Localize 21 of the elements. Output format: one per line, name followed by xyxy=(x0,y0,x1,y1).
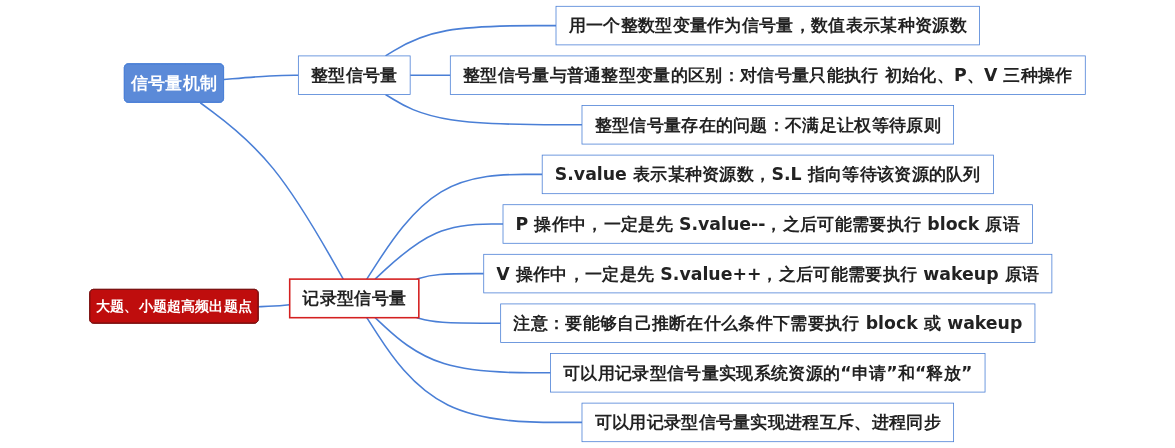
connector xyxy=(415,316,502,324)
node-box: 整型信号量存在的问题：不满足让权等待原则 xyxy=(581,105,954,145)
node-box: 可以用记录型信号量实现进程互斥、进程同步 xyxy=(581,402,954,443)
connector xyxy=(199,101,345,280)
connector xyxy=(409,74,452,76)
connector xyxy=(223,74,300,81)
connector xyxy=(384,93,583,126)
connector xyxy=(374,316,552,374)
node-box: P 操作中，一定是先 S.value--，之后可能需要执行 block 原语 xyxy=(502,204,1033,244)
node-box: V 操作中，一定是先 S.value++，之后可能需要执行 wakeup 原语 xyxy=(483,253,1053,294)
node-box: S.value 表示某种资源数，S.L 指向等待该资源的队列 xyxy=(541,154,994,195)
node-box: 记录型信号量 xyxy=(288,278,420,319)
node-box: 整型信号量与普通整型变量的区别：对信号量只能执行 初始化、P、V 三种操作 xyxy=(449,55,1086,95)
connector xyxy=(374,223,504,280)
node-box: 用一个整数型变量作为信号量，数值表示某种资源数 xyxy=(555,5,980,46)
node-box: 可以用记录型信号量实现系统资源的“申请”和“释放” xyxy=(550,353,986,393)
connector xyxy=(384,24,557,57)
connector xyxy=(365,316,583,424)
connector xyxy=(365,173,543,280)
node-box: 整型信号量 xyxy=(297,55,411,95)
node-box: 注意：要能够自己推断在什么条件下需要执行 block 或 wakeup xyxy=(500,303,1036,343)
